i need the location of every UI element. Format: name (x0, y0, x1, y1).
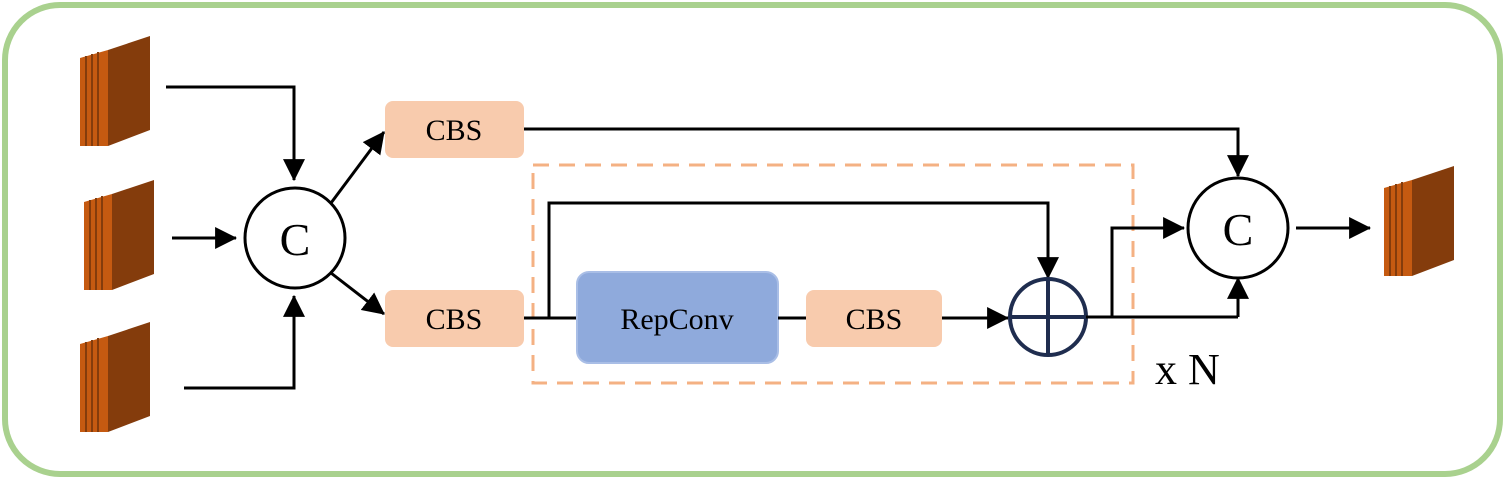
edge-cbs-top-to-concat-right (524, 127, 1249, 178)
concat-right-label: C (1223, 204, 1254, 255)
edge-concat-to-cbs-top (329, 131, 386, 204)
repconv-label: RepConv (620, 303, 733, 336)
output-feature-map (1384, 166, 1454, 276)
cbs-inner-label: CBS (846, 303, 903, 336)
concat-node-right: C (1186, 176, 1290, 280)
repeat-block-frame (531, 163, 1135, 385)
concat-node-left: C (243, 186, 347, 290)
cbs-block-top: CBS (385, 101, 524, 158)
cbs-block-bottom: CBS (385, 290, 524, 347)
edge-residual-shortcut (547, 201, 1059, 318)
edge-input-top-to-concat (166, 85, 305, 182)
cbs-bottom-label: CBS (426, 303, 483, 336)
repeat-count-label: x N (1155, 345, 1220, 394)
repconv-block: RepConv (576, 271, 779, 364)
edge-input-bottom-to-concat (184, 294, 305, 390)
input-feature-map-middle (84, 180, 154, 290)
cbs-top-label: CBS (426, 114, 483, 147)
concat-left-label: C (280, 214, 311, 265)
edge-concat-to-cbs-bottom (330, 271, 385, 316)
input-feature-map-top (80, 36, 150, 146)
edge-add-to-concat-right-side (1110, 217, 1186, 317)
input-feature-map-bottom (80, 322, 150, 432)
cbs-block-inner: CBS (806, 290, 942, 347)
add-node (1008, 277, 1088, 357)
